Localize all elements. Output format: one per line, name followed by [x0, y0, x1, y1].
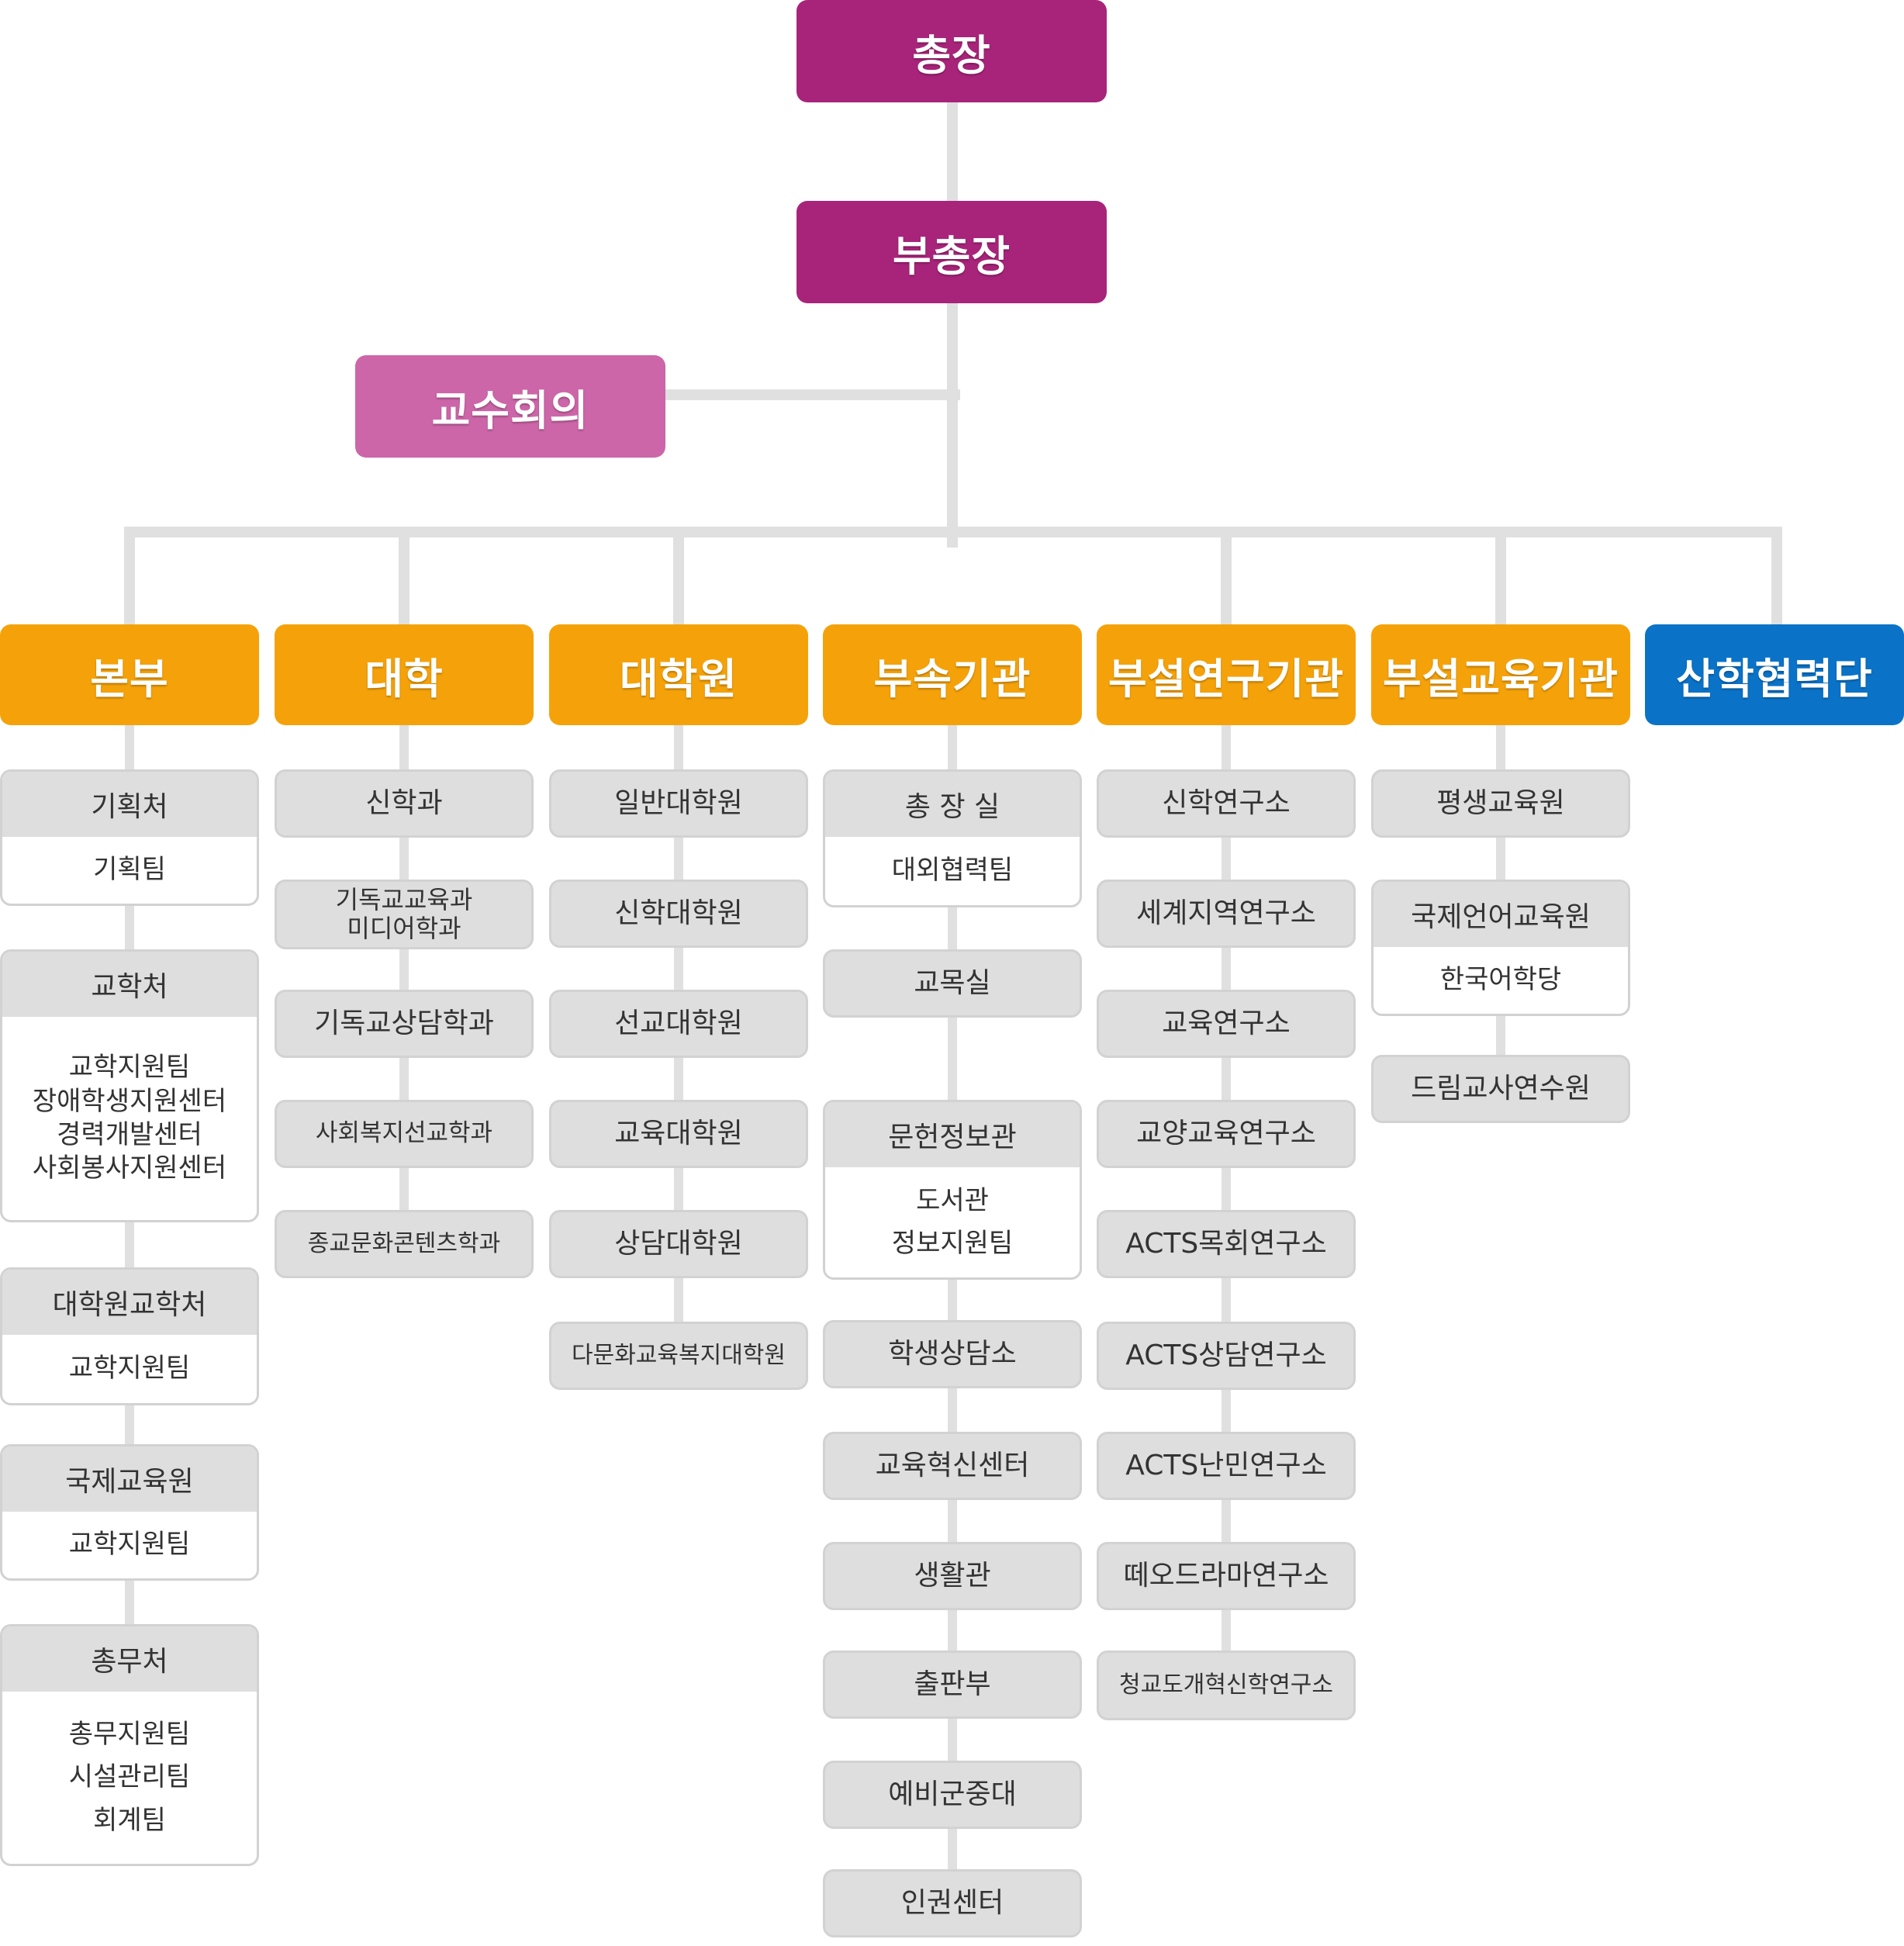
research-item: ACTS목회연구소 [1097, 1210, 1356, 1278]
research-item: 교육연구소 [1097, 990, 1356, 1058]
card-item: 도서관 [916, 1184, 989, 1216]
card-title: 기획처 [2, 772, 257, 837]
connector-drop-industry [1771, 527, 1782, 624]
research-item: 떼오드라마연구소 [1097, 1542, 1356, 1610]
affiliated-item: 인권센터 [823, 1869, 1082, 1937]
connector-horizontal-bus [124, 527, 1782, 537]
college-item: 신학과 [275, 769, 534, 838]
card-title: 국제교육원 [2, 1447, 257, 1512]
card-president-office: 총 장 실 대외협력팀 [823, 769, 1082, 907]
card-item: 기획팀 [93, 854, 166, 886]
card-item: 시설관리팀 [68, 1761, 191, 1793]
card-grad-academic: 대학원교학처 교학지원팀 [0, 1267, 259, 1405]
president-box: 총장 [797, 0, 1107, 102]
card-language: 국제언어교육원 한국어학당 [1371, 880, 1630, 1016]
card-academic: 교학처 교학지원팀 장애학생지원센터 경력개발센터 사회봉사지원센터 [0, 949, 259, 1222]
faculty-council-box: 교수회의 [355, 355, 665, 458]
graduate-item: 다문화교육복지대학원 [549, 1322, 808, 1390]
research-item: 세계지역연구소 [1097, 880, 1356, 948]
card-item: 총무지원팀 [68, 1718, 191, 1750]
graduate-item: 선교대학원 [549, 990, 808, 1058]
graduate-item: 교육대학원 [549, 1100, 808, 1168]
connector-drop-college [399, 527, 409, 624]
card-general: 총무처 총무지원팀 시설관리팀 회계팀 [0, 1624, 259, 1866]
spine-college [399, 721, 409, 1218]
research-item: ACTS난민연구소 [1097, 1432, 1356, 1500]
graduate-item: 일반대학원 [549, 769, 808, 838]
card-library: 문헌정보관 도서관 정보지원팀 [823, 1100, 1082, 1280]
college-item: 종교문화콘텐츠학과 [275, 1210, 534, 1278]
college-item: 기독교교육과 미디어학과 [275, 880, 534, 949]
card-item: 교학지원팀 [68, 1353, 191, 1384]
college-item: 사회복지선교학과 [275, 1100, 534, 1168]
card-intl: 국제교육원 교학지원팀 [0, 1444, 259, 1581]
affiliated-item: 출판부 [823, 1650, 1082, 1719]
card-title: 문헌정보관 [825, 1102, 1080, 1167]
vice-president-label: 부총장 [892, 231, 1011, 281]
affiliated-item: 교육혁신센터 [823, 1432, 1082, 1500]
connector-drop-education [1495, 527, 1506, 624]
header-affiliated: 부속기관 [823, 624, 1082, 725]
connector-drop-bonbu [124, 527, 135, 624]
connector-trunk-main [947, 302, 958, 548]
connector-drop-graduate [673, 527, 684, 624]
card-item: 장애학생지원센터 [32, 1085, 227, 1117]
card-title: 총 장 실 [825, 772, 1080, 837]
header-bonbu: 본부 [0, 624, 259, 725]
header-graduate: 대학원 [549, 624, 808, 725]
card-item: 교학지원팀 [68, 1529, 191, 1561]
affiliated-item: 학생상담소 [823, 1320, 1082, 1388]
affiliated-item: 교목실 [823, 949, 1082, 1018]
research-item: 청교도개혁신학연구소 [1097, 1650, 1356, 1720]
faculty-council-label: 교수회의 [431, 385, 589, 435]
research-item: 교양교육연구소 [1097, 1100, 1356, 1168]
card-item: 사회봉사지원센터 [32, 1153, 227, 1184]
graduate-item: 신학대학원 [549, 880, 808, 948]
card-item: 경력개발센터 [57, 1119, 202, 1150]
affiliated-item: 생활관 [823, 1542, 1082, 1610]
card-item: 교학지원팀 [68, 1052, 191, 1084]
research-item: ACTS상담연구소 [1097, 1322, 1356, 1390]
card-title: 대학원교학처 [2, 1270, 257, 1335]
graduate-item: 상담대학원 [549, 1210, 808, 1278]
header-industry: 산학협력단 [1645, 624, 1904, 725]
card-title: 총무처 [2, 1626, 257, 1692]
vice-president-box: 부총장 [797, 201, 1107, 303]
connector-trunk-top [947, 101, 958, 205]
card-planning: 기획처 기획팀 [0, 769, 259, 906]
president-label: 총장 [912, 30, 991, 80]
header-education: 부설교육기관 [1371, 624, 1630, 725]
card-item: 한국어학당 [1439, 964, 1562, 996]
affiliated-item: 예비군중대 [823, 1761, 1082, 1829]
connector-drop-research [1221, 527, 1232, 624]
card-title: 국제언어교육원 [1374, 882, 1628, 947]
card-item: 회계팀 [93, 1804, 166, 1836]
research-item: 신학연구소 [1097, 769, 1356, 838]
education-item: 드림교사연수원 [1371, 1055, 1630, 1123]
card-title: 교학처 [2, 952, 257, 1017]
education-item: 평생교육원 [1371, 769, 1630, 838]
connector-council [665, 389, 960, 400]
spine-research [1222, 721, 1231, 1660]
header-research: 부설연구기관 [1097, 624, 1356, 725]
college-item: 기독교상담학과 [275, 990, 534, 1058]
header-college: 대학 [275, 624, 534, 725]
card-item: 대외협력팀 [891, 855, 1014, 887]
card-item: 정보지원팀 [891, 1228, 1014, 1259]
